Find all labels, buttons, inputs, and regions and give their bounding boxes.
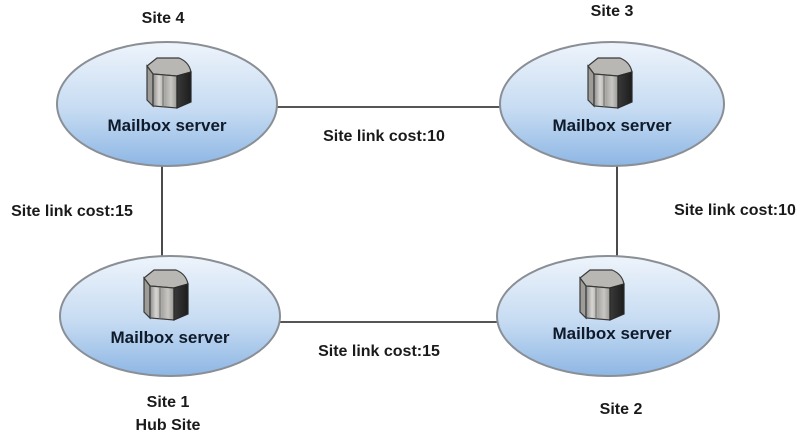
node-site2: Mailbox server Site 2 [496,255,720,418]
server-icon [587,57,633,109]
site1-hub-label: Hub Site [136,417,201,434]
server-icon [146,57,192,109]
site3-label: Site 3 [591,3,634,20]
link-site1-site2-label: Site link cost:15 [318,343,440,360]
link-site4-site1-label: Site link cost:15 [11,203,133,220]
node-site3: Mailbox server Site 3 [499,3,725,167]
site4-label: Site 4 [142,10,185,27]
site3-server-label: Mailbox server [552,116,671,135]
link-site3-site2-label: Site link cost:10 [674,202,796,219]
site2-server-label: Mailbox server [552,324,671,343]
server-icon [143,269,189,321]
link-site4-site3-label: Site link cost:10 [323,128,445,145]
site1-server-label: Mailbox server [110,328,229,347]
site2-label: Site 2 [600,401,643,418]
site1-label: Site 1 [147,394,190,411]
node-site4: Mailbox server Site 4 [56,10,278,167]
site4-server-label: Mailbox server [107,116,226,135]
node-site1: Mailbox server Site 1 Hub Site [59,255,281,434]
server-icon [579,269,625,321]
